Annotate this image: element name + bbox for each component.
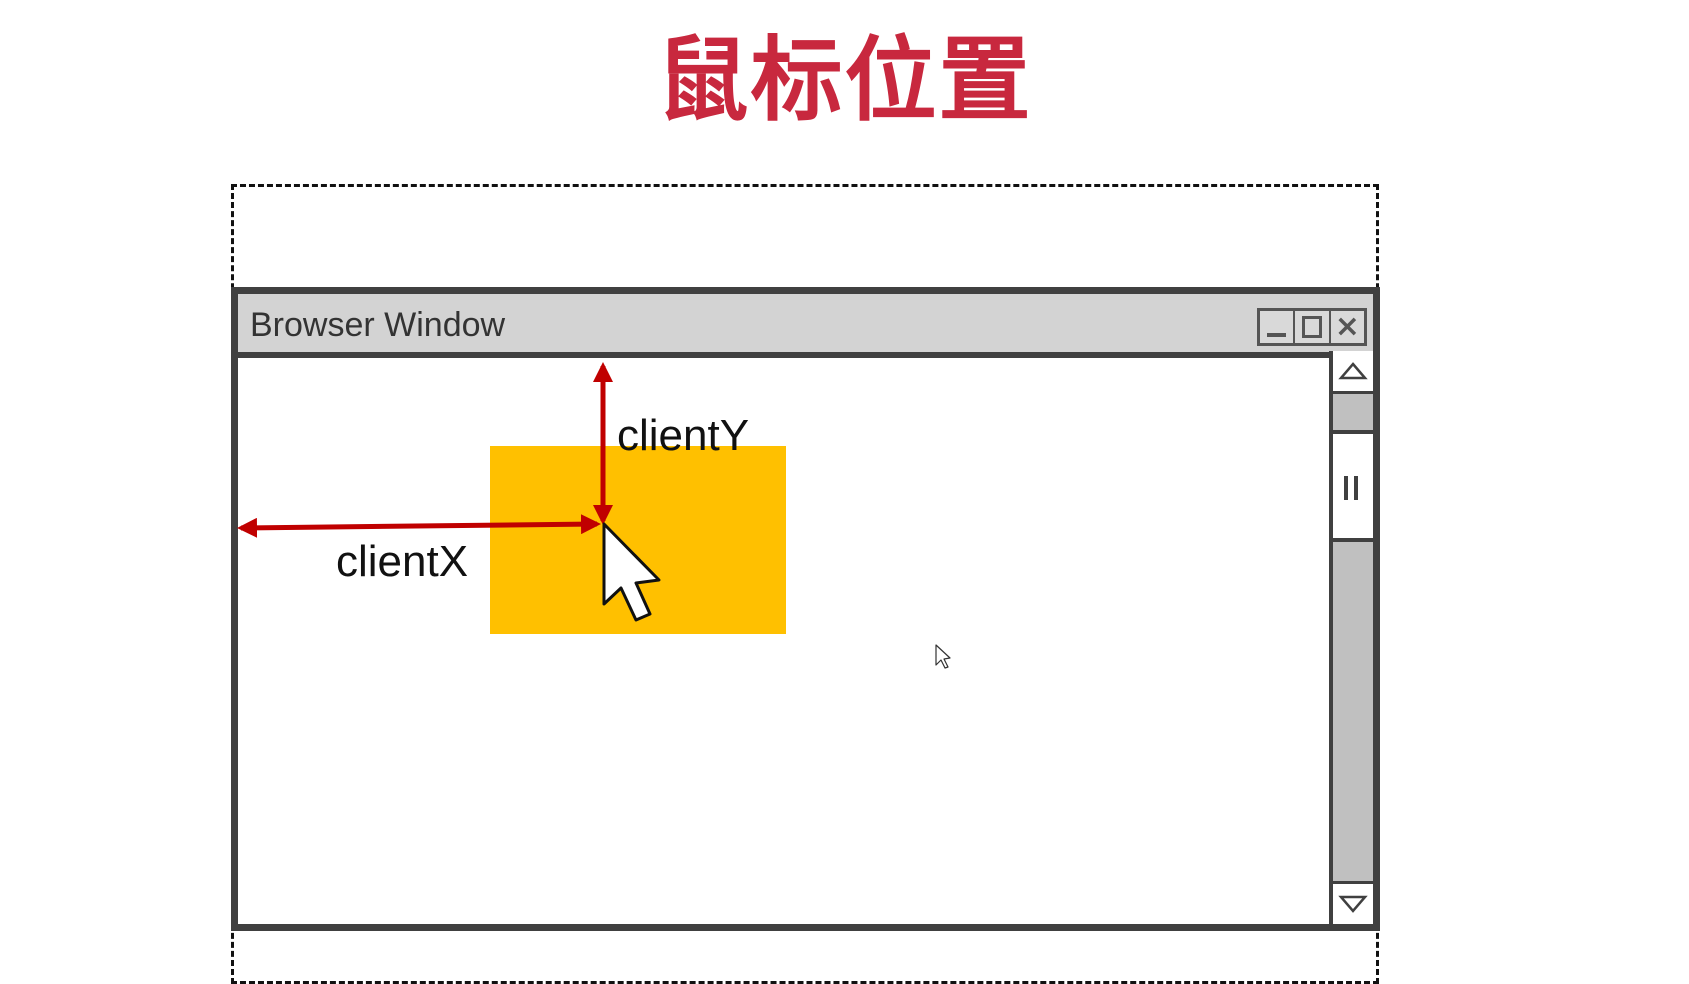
- mouse-cursor-icon: [602, 522, 661, 622]
- browser-window: Browser Window ×: [231, 287, 1380, 931]
- grip-icon: [1344, 476, 1358, 500]
- scroll-track[interactable]: [1333, 394, 1373, 881]
- close-icon: ×: [1334, 309, 1360, 344]
- scroll-down-button[interactable]: [1333, 881, 1373, 924]
- client-x-label: clientX: [336, 537, 469, 586]
- window-titlebar[interactable]: Browser Window ×: [238, 294, 1373, 358]
- maximize-icon: [1302, 316, 1322, 338]
- window-controls: ×: [1257, 308, 1367, 346]
- close-button[interactable]: ×: [1331, 309, 1364, 344]
- triangle-up-icon: [1338, 362, 1368, 380]
- maximize-button[interactable]: [1295, 311, 1331, 343]
- client-y-label: clientY: [617, 411, 750, 460]
- minimize-icon: [1267, 333, 1287, 337]
- triangle-down-icon: [1338, 895, 1368, 913]
- scroll-thumb[interactable]: [1333, 430, 1373, 542]
- diagram-overlay: [237, 362, 951, 669]
- minimize-button[interactable]: [1260, 311, 1296, 343]
- vertical-scrollbar[interactable]: [1329, 351, 1373, 924]
- small-cursor-icon: [935, 644, 951, 669]
- window-title: Browser Window: [250, 306, 506, 344]
- client-x-arrow: [237, 514, 601, 538]
- page-title: 鼠标位置: [656, 27, 1033, 134]
- scroll-up-button[interactable]: [1333, 351, 1373, 394]
